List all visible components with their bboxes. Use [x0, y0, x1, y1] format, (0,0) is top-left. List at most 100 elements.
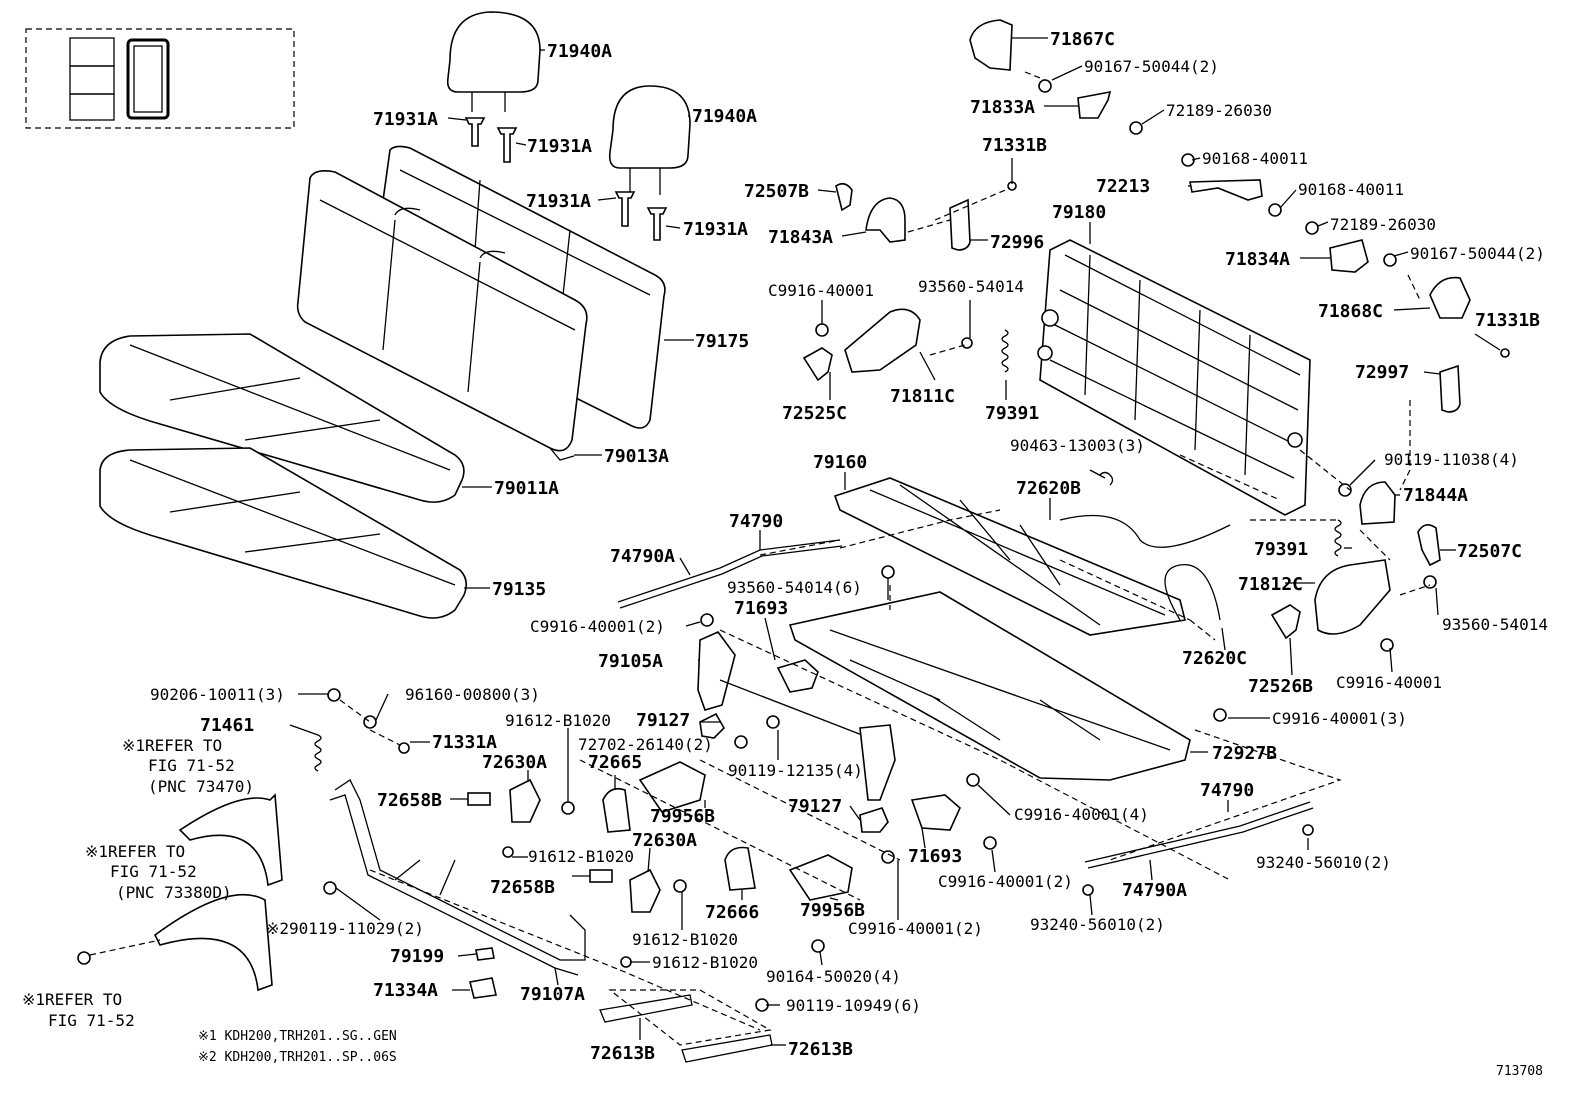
- footnote-2: ※2 KDH200,TRH201..SP..06S: [198, 1050, 397, 1065]
- seat-subframe-72927B: [788, 591, 1191, 781]
- label-71331B-1: 71331B: [982, 135, 1047, 156]
- cover-72997: [1439, 364, 1461, 413]
- refer-note-1-line1: ※1REFER TO: [122, 736, 222, 755]
- label-71833A: 71833A: [970, 97, 1035, 118]
- label-90206: 90206-10011(3): [150, 685, 285, 704]
- label-72620B: 72620B: [1016, 478, 1081, 499]
- label-72630A-2: 72630A: [632, 830, 697, 851]
- hinge-cover-71844A: [1359, 481, 1396, 525]
- label-93240-1: 93240-56010(2): [1256, 853, 1391, 872]
- hook-72507C: [1417, 524, 1441, 567]
- label-79011A: 79011A: [494, 478, 559, 499]
- label-90168-2: 90168-40011: [1298, 180, 1404, 199]
- label-79107A: 79107A: [520, 984, 585, 1005]
- refer-note-1-line2: FIG 71-52: [148, 756, 235, 775]
- label-C9916-6: C9916-40001(2): [938, 872, 1073, 891]
- label-71868C: 71868C: [1318, 301, 1383, 322]
- leader-lines: [289, 37, 1501, 1046]
- strap-74790A: [617, 539, 843, 609]
- bracket-79105A: [697, 631, 896, 801]
- label-72630A-1: 72630A: [482, 752, 547, 773]
- label-93560-2: 93560-54014(6): [727, 578, 862, 597]
- seat-cushion-79135: [99, 447, 468, 619]
- refer-note-3-line2: FIG 71-52: [48, 1011, 135, 1030]
- label-71931A-3: 71931A: [526, 191, 591, 212]
- label-72613B-2: 72613B: [788, 1039, 853, 1060]
- spring-79391-upper: [1001, 329, 1009, 373]
- label-79127-1: 79127: [636, 710, 690, 731]
- spring-79391-lower: [1334, 519, 1342, 557]
- spring-90463: [1099, 471, 1114, 486]
- hook-72507B: [835, 182, 853, 212]
- label-72525C: 72525C: [782, 403, 847, 424]
- refer-notes: ※1REFER TO FIG 71-52 (PNC 73470) ※1REFER…: [22, 736, 254, 1030]
- label-71812C: 71812C: [1238, 574, 1303, 595]
- label-71334A: 71334A: [373, 980, 438, 1001]
- label-72665: 72665: [588, 752, 642, 773]
- label-93240-2: 93240-56010(2): [1030, 915, 1165, 934]
- label-72213: 72213: [1096, 176, 1150, 197]
- label-79135: 79135: [492, 579, 546, 600]
- label-91612-2: 91612-B1020: [528, 847, 634, 866]
- diagram-id: 713708: [1496, 1064, 1543, 1079]
- lock-79127: [699, 712, 889, 833]
- bracket-71693: [776, 659, 961, 831]
- seat-frame-79160: [833, 477, 1186, 636]
- headrest-guides-71931A: [464, 117, 668, 241]
- refer-note-3-line1: ※1REFER TO: [22, 990, 122, 1009]
- seat-cushion-79011A: [99, 333, 465, 503]
- label-71693-2: 71693: [908, 846, 962, 867]
- label-72658B-1: 72658B: [377, 790, 442, 811]
- label-71693-1: 71693: [734, 598, 788, 619]
- label-72997: 72997: [1355, 362, 1409, 383]
- clip-71334A: [469, 977, 497, 999]
- bracket-71833A: [1077, 90, 1112, 119]
- label-71461: 71461: [200, 715, 254, 736]
- bracket-72213: [1189, 179, 1263, 201]
- bracket-71834A: [1329, 239, 1369, 273]
- leg-frame-79107A: [329, 779, 586, 976]
- label-90167-1: 90167-50044(2): [1084, 57, 1219, 76]
- cover-71868C: [1429, 276, 1471, 319]
- label-71331A: 71331A: [432, 732, 497, 753]
- seat-index-box: [25, 28, 295, 129]
- label-71867C: 71867C: [1050, 29, 1115, 50]
- label-79180: 79180: [1052, 202, 1106, 223]
- label-71844A: 71844A: [1403, 485, 1468, 506]
- part-labels: 71940A 71940A 71931A 71931A 71931A 71931…: [150, 29, 1548, 1064]
- footnote-1: ※1 KDH200,TRH201..SG..GEN: [198, 1029, 397, 1044]
- label-C9916-7: C9916-40001(2): [848, 919, 983, 938]
- label-79199: 79199: [390, 946, 444, 967]
- hinge-cover-71867C: [969, 19, 1013, 71]
- pads-72658B: [467, 792, 613, 883]
- label-90119-3: ※290119-11029(2): [266, 919, 424, 938]
- label-79105A: 79105A: [598, 651, 663, 672]
- label-71940A-1: 71940A: [547, 41, 612, 62]
- belt-retractor-73380D: [153, 893, 273, 992]
- label-72507B: 72507B: [744, 181, 809, 202]
- label-72927B: 72927B: [1212, 743, 1277, 764]
- label-72666: 72666: [705, 902, 759, 923]
- label-71843A: 71843A: [768, 227, 833, 248]
- label-90119-2: 90119-12135(4): [728, 761, 863, 780]
- label-93560-3: 93560-54014: [1442, 615, 1548, 634]
- plate-79199: [475, 947, 495, 961]
- refer-note-2-line1: ※1REFER TO: [85, 842, 185, 861]
- assembly-dash-lines: [89, 71, 1431, 1046]
- label-72507C: 72507C: [1457, 541, 1522, 562]
- label-90164: 90164-50020(4): [766, 967, 901, 986]
- label-74790-2: 74790: [1200, 780, 1254, 801]
- footnotes: ※1 KDH200,TRH201..SG..GEN ※2 KDH200,TRH2…: [198, 1029, 397, 1065]
- label-79391-1: 79391: [985, 403, 1039, 424]
- cover-71843A: [865, 197, 906, 243]
- label-79956B-1: 79956B: [650, 806, 715, 827]
- label-C9916-1: C9916-40001: [768, 281, 874, 300]
- label-C9916-5: C9916-40001(4): [1014, 805, 1149, 824]
- label-72189-1: 72189-26030: [1166, 101, 1272, 120]
- cable-72620B: [1059, 514, 1231, 548]
- refer-note-2-line3: (PNC 73380D): [116, 883, 232, 902]
- label-71931A-1: 71931A: [373, 109, 438, 130]
- label-72702: 72702-26140(2): [578, 735, 713, 754]
